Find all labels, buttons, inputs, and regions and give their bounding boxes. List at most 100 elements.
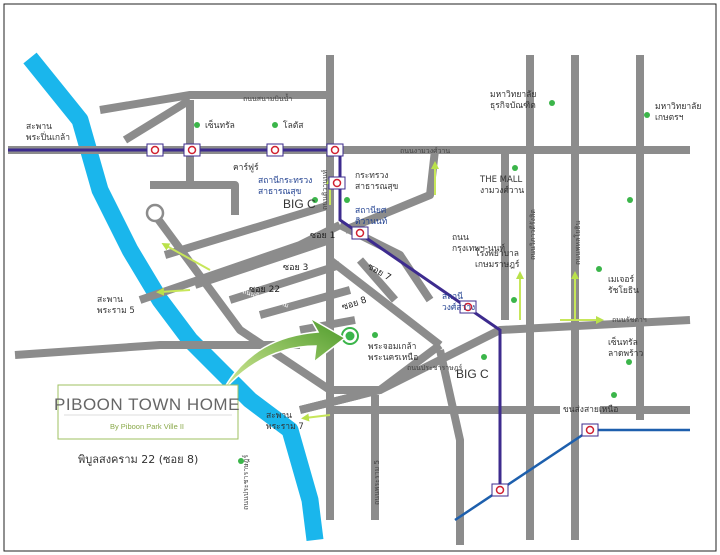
label-central-ladprao-line: ลาดพร้าว xyxy=(608,348,643,359)
label-road-kpn-line: ถนน xyxy=(452,233,469,243)
label-prachachuen-line: พระนครเหนือ xyxy=(368,352,418,363)
label-hospital-line: โรงพยาบาล xyxy=(475,248,519,259)
station-marker xyxy=(459,300,477,314)
label-station-khae: สถานียศติวานนท์ xyxy=(355,205,388,227)
label-road-tiwanon: ถนนติวานนท์ xyxy=(321,169,329,210)
station-marker xyxy=(146,143,164,157)
label-mhu-dhurakij-line: ธุรกิจบัณฑิต xyxy=(490,101,536,111)
landmark-dot xyxy=(344,197,350,203)
label-moph-line: สาธารณสุข xyxy=(355,182,399,192)
label-saphan-rama5-line: สะพาน xyxy=(97,295,123,305)
brand-title: PIBOON TOWN HOME xyxy=(54,395,240,414)
label-road-phahon: ถนนพหลโยธิน xyxy=(573,221,582,265)
label-hospital-line: เกษมราษฎร์ xyxy=(475,259,520,270)
station-marker xyxy=(491,483,509,497)
label-carefour: คาร์ฟูร์ xyxy=(233,162,259,173)
label-station-khae-line: ติวานนท์ xyxy=(355,216,388,227)
label-soi-3: ซอย 3 xyxy=(283,263,308,273)
label-lotus: โลตัส xyxy=(283,120,304,131)
label-central-ladprao-line: เซ็นทรัล xyxy=(608,336,638,348)
landmark-dots xyxy=(194,100,650,464)
label-road-ratchada: ถนนรัชดาฯ xyxy=(612,316,647,324)
station-marker xyxy=(266,143,284,157)
station-marker xyxy=(328,176,346,190)
map-frame xyxy=(3,3,717,552)
label-mhu-kasem: มหาวิทยาลัยเกษตรฯ xyxy=(655,102,701,123)
label-road-rama5: ถนนพระราม 5 xyxy=(373,460,381,505)
label-road-samakkhi: ถนนสนามบินน้ำ xyxy=(243,92,292,103)
landmark-dot xyxy=(512,165,518,171)
label-the-mall-line: THE MALL xyxy=(479,175,523,185)
label-central-ladprao: เซ็นทรัลลาดพร้าว xyxy=(608,336,643,359)
label-station-wongsawang: สถานีวงศ์สว่าง xyxy=(442,291,475,313)
label-saphan-rama5-line: พระราม 5 xyxy=(97,306,135,316)
landmark-dot xyxy=(627,197,633,203)
label-soi-1: ซอย 1 xyxy=(310,231,335,241)
label-mhu-dhurakij: มหาวิทยาลัยธุรกิจบัณฑิต xyxy=(490,90,536,111)
landmark-dot xyxy=(312,197,318,203)
label-station-moph: สถานีกระทรวงสาธารณสุข xyxy=(258,175,312,197)
label-road-bottom: ถนนประชาราษฎร์ xyxy=(242,455,250,510)
label-major-line: เมเจอร์ xyxy=(608,274,634,285)
chao-phraya-river xyxy=(23,52,324,542)
landmark-dot xyxy=(511,297,517,303)
label-hospital: โรงพยาบาลเกษมราษฎร์ xyxy=(475,248,520,270)
landmark-dot xyxy=(644,112,650,118)
label-saphan-rama7-line: สะพาน xyxy=(266,411,292,421)
destination-pin xyxy=(341,327,359,345)
label-prachachuen: พระจอมเกล้าพระนครเหนือ xyxy=(368,341,418,363)
landmark-dot xyxy=(194,122,200,128)
label-major-line: รัชโยธิน xyxy=(608,285,639,296)
label-road-kpn: ถนนกรุงเทพฯ-นนท์ xyxy=(452,233,505,254)
label-station-moph-line: สาธารณสุข xyxy=(258,187,302,197)
label-road-pracharat: ถนนประชาราษฎร์ xyxy=(407,364,462,372)
label-major: เมเจอร์รัชโยธิน xyxy=(608,274,639,296)
pointer-arrow xyxy=(221,315,347,393)
station-marker xyxy=(351,226,369,240)
label-road-ngamwongwan: ถนนงามวงศ์วาน xyxy=(400,147,450,155)
label-saphan-pinklao: สะพานพระปิ่นเกล้า xyxy=(26,122,70,143)
label-moph-line: กระทรวง xyxy=(355,171,388,181)
label-station-wongsawang-line: สถานี xyxy=(442,291,463,302)
label-station-moph-line: สถานีกระทรวง xyxy=(258,175,312,186)
label-saphan-rama7-line: พระราม 7 xyxy=(266,422,304,432)
label-road-vibhavadi: ถนนวิภาวดีรังสิต xyxy=(529,209,537,260)
rail-stations xyxy=(146,143,599,497)
label-moph: กระทรวงสาธารณสุข xyxy=(355,171,399,192)
label-station-wongsawang-line: วงศ์สว่าง xyxy=(442,302,475,313)
brand-subtitle: By Piboon Park Ville II xyxy=(110,422,184,431)
landmark-dot xyxy=(372,332,378,338)
landmark-dot xyxy=(611,392,617,398)
footer-caption: พิบูลสงคราม 22 (ซอย 8) xyxy=(78,453,198,466)
label-soi-22: ซอย 22 xyxy=(249,285,280,295)
label-mhu-dhurakij-line: มหาวิทยาลัย xyxy=(490,90,536,100)
label-the-mall-line: งามวงศ์วาน xyxy=(480,185,524,196)
label-central: เซ็นทรัล xyxy=(205,119,235,131)
label-prachachuen-line: พระจอมเกล้า xyxy=(368,341,416,352)
landmark-dot xyxy=(272,122,278,128)
label-road-kpn-line: กรุงเทพฯ-นนท์ xyxy=(452,243,505,254)
label-big-c-1: BIG C xyxy=(283,197,316,211)
label-saphan-pinklao-line: พระปิ่นเกล้า xyxy=(26,131,70,143)
landmark-dot xyxy=(481,354,487,360)
label-mhu-kasem-line: มหาวิทยาลัย xyxy=(655,102,701,112)
landmark-dot xyxy=(238,458,244,464)
label-saphan-rama5: สะพานพระราม 5 xyxy=(97,295,135,316)
label-big-c-2: BIG C xyxy=(456,367,489,381)
station-marker xyxy=(326,143,344,157)
label-station-khae-line: สถานียศ xyxy=(355,205,387,216)
road-arrows xyxy=(156,161,604,422)
brand-box: PIBOON TOWN HOME By Piboon Park Ville II xyxy=(54,384,240,440)
label-saphan-rama7: สะพานพระราม 7 xyxy=(266,411,304,432)
station-marker xyxy=(183,143,201,157)
label-saphan-pinklao-line: สะพาน xyxy=(26,122,52,132)
landmark-dot xyxy=(596,266,602,272)
roundabout xyxy=(145,203,165,223)
landmark-dot xyxy=(626,359,632,365)
station-marker xyxy=(581,423,599,437)
label-bus-terminal: ขนส่งสายเหนือ xyxy=(563,404,618,415)
label-mhu-kasem-line: เกษตรฯ xyxy=(655,113,684,123)
landmark-dot xyxy=(549,100,555,106)
